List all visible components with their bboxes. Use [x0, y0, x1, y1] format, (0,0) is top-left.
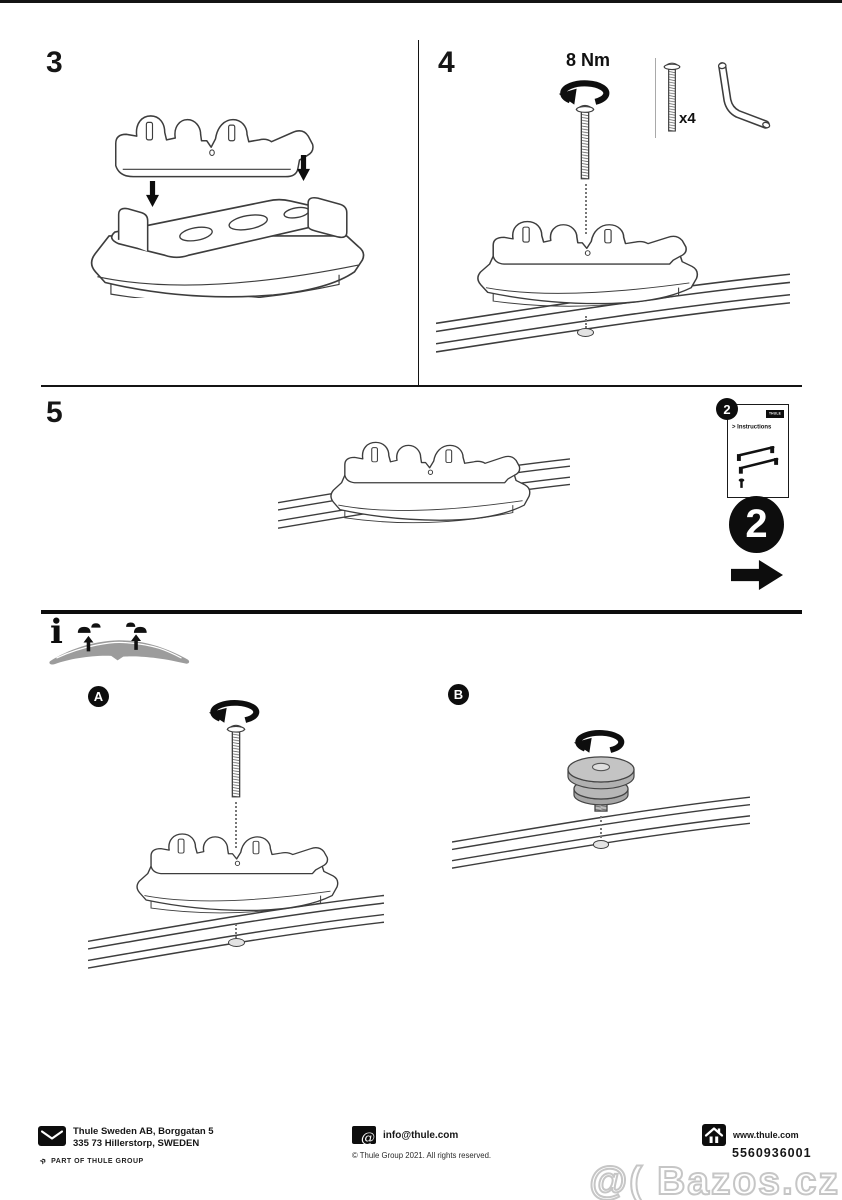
car-roof-positions-drawing [48, 621, 190, 667]
booklet-title: > Instructions [732, 424, 772, 431]
alignment-dotted-line [585, 184, 587, 234]
alignment-dotted-line [235, 924, 237, 938]
alignment-dotted-line [600, 816, 602, 838]
step-5-number: 5 [46, 396, 63, 429]
at-glyph: @ [361, 1130, 375, 1146]
mail-address-icon [38, 1126, 66, 1146]
long-bolt-drawing [225, 722, 247, 800]
group-label: PART OF THULE GROUP [51, 1157, 144, 1165]
parts-divider [655, 58, 657, 138]
next-step-number: 2 [745, 502, 768, 546]
part-of-thule-group: » PART OF THULE GROUP [36, 1154, 144, 1168]
group-chevron-icon: » [36, 1154, 50, 1168]
website-house-icon [702, 1124, 726, 1146]
foot-pad-unit-drawing [128, 812, 342, 922]
position-a-label: A [93, 689, 104, 704]
part-number: 5560936001 [732, 1146, 812, 1160]
instruction-booklet-icon: THULE > Instructions [727, 404, 789, 498]
torque-rotation-icon [573, 726, 629, 754]
rail-mount-hole [593, 840, 609, 849]
contact-email: info@thule.com [383, 1130, 459, 1141]
foot-pad-unit-drawing [322, 420, 534, 532]
next-arrow-icon [731, 560, 783, 590]
screw-quantity-label: x4 [679, 110, 696, 127]
step-3-number: 3 [46, 46, 63, 79]
alignment-dotted-line [235, 802, 237, 848]
position-a-badge: A [88, 686, 109, 707]
address-line-1: Thule Sweden AB, Borggatan 5 [73, 1126, 214, 1137]
booklet-bolt-icon [738, 478, 745, 489]
torque-label: 8 Nm [565, 50, 610, 70]
page-top-edge [0, 0, 842, 3]
next-step-circle: 2 [729, 496, 784, 553]
position-b-badge: B [448, 684, 469, 705]
long-bolt-drawing [574, 102, 596, 182]
foot-pad-unit-drawing [468, 198, 702, 316]
vertical-divider [418, 40, 420, 386]
step3-base-pad-drawing [80, 172, 370, 298]
booklet-step-badge: 2 [716, 398, 738, 420]
address-line-2: 335 73 Hillerstorp, SWEDEN [73, 1137, 200, 1149]
cover-cap-fastener-drawing [561, 752, 641, 814]
torque-rotation-icon [208, 696, 264, 724]
horizontal-divider-thin [41, 385, 802, 387]
booklet-brand-box: THULE [766, 410, 784, 418]
alignment-dotted-line [585, 316, 587, 328]
position-b-label: B [453, 687, 464, 702]
rail-mount-hole [228, 938, 245, 947]
booklet-brand-label: THULE [768, 412, 782, 416]
step-4-number: 4 [438, 46, 455, 79]
email-icon: @ [352, 1126, 376, 1146]
bazos-watermark: @( Bazos.cz [588, 1159, 840, 1200]
booklet-badge-number: 2 [723, 401, 731, 417]
company-address: Thule Sweden AB, Borggatan 5 335 73 Hill… [73, 1126, 214, 1149]
info-icon: i [50, 612, 63, 652]
rail-mount-hole [577, 328, 594, 337]
copyright-line: © Thule Group 2021. All rights reserved. [352, 1151, 492, 1160]
horizontal-divider-thick [41, 610, 802, 614]
booklet-bars-drawing [734, 442, 781, 476]
website-url: www.thule.com [733, 1130, 799, 1140]
allen-key-drawing [714, 60, 776, 134]
